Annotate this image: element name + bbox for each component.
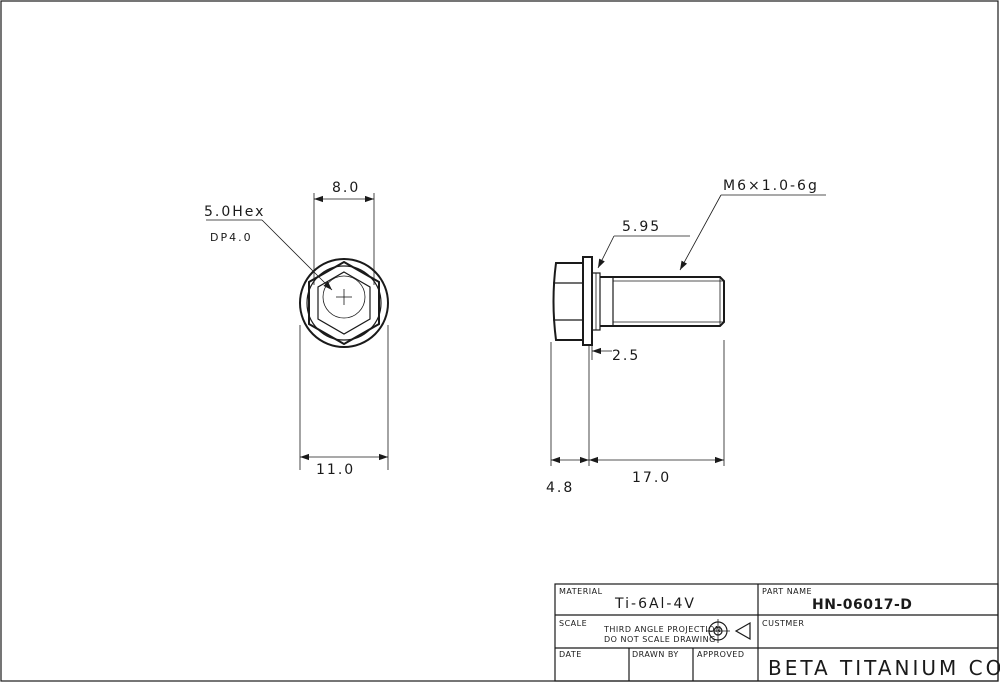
hex-head-outline [308, 260, 380, 346]
part-name-caption: PART NAME [762, 587, 812, 596]
hex-head-side [552, 262, 584, 341]
head-length-text: 4.8 [546, 480, 574, 496]
customer-caption: CUSTMER [762, 619, 804, 628]
socket-circle [322, 275, 366, 319]
title-block-frame [554, 583, 999, 682]
material-value: Ti-6Al-4V [614, 596, 696, 612]
flange-outer-circle [299, 258, 389, 348]
hex-socket [317, 271, 371, 335]
flange-leader-arrow [597, 235, 615, 269]
flange-side [582, 256, 593, 346]
bolt-shank [600, 276, 725, 327]
shoulder-text: 2.5 [612, 348, 640, 364]
date-caption: DATE [559, 650, 582, 659]
title-block: MATERIAL Ti-6Al-4V PART NAME HN-06017-D … [554, 583, 1000, 682]
scale-caption: SCALE [559, 619, 587, 628]
projection-symbol-cone [734, 621, 751, 641]
approved-caption: APPROVED [697, 650, 745, 659]
company-name: BETA TITANIUM CO. [768, 656, 1000, 680]
depth-label: DP4.0 [210, 231, 253, 244]
dim-top-text: 8.0 [332, 180, 360, 196]
hex-leader-arrow [261, 219, 333, 291]
projection-line-1: THIRD ANGLE PROJECTION [603, 625, 721, 634]
thread-leader-arrow [679, 194, 722, 271]
flange-inner-circle [306, 265, 382, 341]
front-view: 8.0 5.0Hex DP4.0 11.0 [204, 180, 389, 478]
part-name-value: HN-06017-D [812, 597, 912, 613]
projection-line-2: DO NOT SCALE DRAWING [604, 635, 716, 644]
material-caption: MATERIAL [559, 587, 603, 596]
dim-bottom-text: 11.0 [316, 462, 355, 478]
drawn-by-caption: DRAWN BY [632, 650, 679, 659]
body-length-text: 17.0 [632, 470, 671, 486]
hex-label: 5.0Hex [204, 204, 265, 220]
side-view: M6×1.0-6g 5.95 2.5 4.8 17.0 [546, 178, 826, 496]
thread-label: M6×1.0-6g [723, 178, 819, 194]
flange-label: 5.95 [622, 219, 661, 235]
